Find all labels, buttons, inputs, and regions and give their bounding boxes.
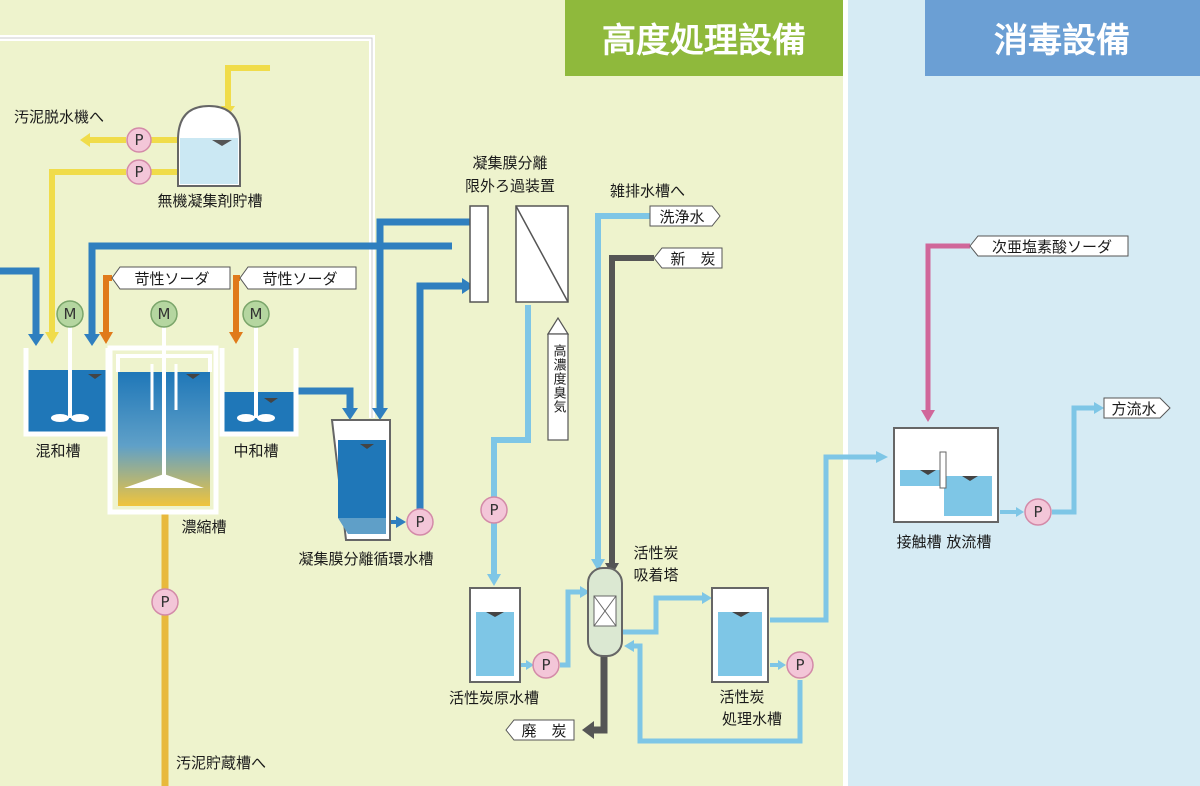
svg-text:P: P (1033, 503, 1042, 521)
to-dehydrator-label: 汚泥脱水機へ (14, 108, 104, 126)
membrane-prefilter (469, 205, 489, 303)
waste-carbon-label: 廃 炭 (521, 722, 566, 740)
pump-discharge: P (1024, 498, 1052, 526)
wash-water-tag: 洗浄水 (649, 205, 721, 227)
pump-dehydrator: P (126, 127, 152, 153)
svg-text:P: P (489, 501, 498, 519)
svg-text:P: P (795, 656, 804, 674)
svg-text:P: P (415, 513, 424, 531)
disinfection-section-bg (848, 0, 1200, 786)
neutralization-tank (219, 326, 299, 437)
neutralization-tank-label: 中和槽 (233, 442, 278, 460)
mixing-tank-label: 混和槽 (35, 442, 80, 460)
new-carbon-label: 新 炭 (670, 250, 715, 268)
hypochlorite-tag: 次亜塩素酸ソーダ (969, 235, 1129, 257)
svg-text:P: P (134, 131, 143, 149)
disinfection-header-title: 消毒設備 (994, 21, 1130, 61)
wash-water-label: 洗浄水 (659, 208, 704, 226)
thickener-tank (107, 326, 219, 515)
odor-air-label: 高濃度臭気 (551, 343, 567, 414)
disinfection-header-box (925, 0, 1200, 76)
caustic-label-1: 苛性ソーダ (134, 270, 209, 288)
caustic-tag-1: 苛性ソーダ (111, 266, 231, 290)
coagulant-inlet-pipe (225, 65, 270, 110)
carbon-raw-tank-label: 活性炭原水槽 (449, 689, 539, 707)
coagulant-feed-pipe (49, 169, 126, 336)
advanced-header-title: 高度処理設備 (602, 21, 806, 61)
contact-discharge-tank (893, 427, 999, 523)
pump-permeate: P (480, 496, 508, 524)
svg-text:P: P (541, 656, 550, 674)
contact-tank-label: 接触槽 放流槽 (897, 533, 992, 551)
mixer-motor-3: M (242, 300, 270, 328)
feed-membrane-pipe (376, 218, 470, 412)
svg-text:P: P (160, 593, 169, 611)
svg-text:P: P (134, 163, 143, 181)
to-misc-tank-label: 雑排水槽へ (610, 182, 685, 200)
hypochlorite-label: 次亜塩素酸ソーダ (992, 238, 1112, 256)
membrane-unit-label-2: 限外ろ過装置 (465, 177, 555, 195)
odor-air-box: 高濃度臭気 (546, 316, 570, 441)
hypochlorite-pipe (925, 243, 970, 414)
carbon-tower-label-2: 吸着塔 (633, 566, 678, 584)
membrane-unit-label-1: 凝集膜分離 (472, 154, 547, 172)
thickener-label: 濃縮槽 (181, 518, 226, 536)
carbon-tower-label-1: 活性炭 (633, 544, 678, 562)
svg-text:M: M (250, 305, 263, 323)
coagulant-tank-label: 無機凝集剤貯槽 (157, 192, 262, 210)
ultrafiltration-unit (515, 205, 569, 303)
waste-carbon-tag: 廃 炭 (505, 719, 575, 741)
caustic-label-2: 苛性ソーダ (262, 270, 337, 288)
pump-carbon-raw: P (532, 651, 560, 679)
carbon-treated-label-1: 活性炭 (719, 688, 764, 706)
circulation-tank (330, 419, 391, 541)
pump-coagulant: P (126, 159, 152, 185)
coagulant-storage-tank (177, 104, 241, 187)
wash-water-pipe (595, 213, 650, 563)
discharge-water-label: 方流水 (1111, 400, 1156, 418)
pump-carbon-treated: P (786, 651, 814, 679)
to-contact-pipe (770, 454, 880, 623)
new-carbon-tag: 新 炭 (653, 247, 723, 269)
inlet-pipe (0, 267, 40, 338)
mixer-motor-1: M (56, 300, 84, 328)
pump-circulation: P (406, 508, 434, 536)
circulation-tank-label: 凝集膜分離循環水槽 (298, 550, 433, 568)
discharge-pipe (1052, 405, 1098, 515)
carbon-raw-tank (469, 587, 521, 683)
section-divider (843, 0, 848, 786)
svg-text:M: M (158, 305, 171, 323)
caustic-pipe-2 (233, 275, 240, 336)
caustic-pipe-1 (103, 275, 112, 336)
recycle-pipe (88, 242, 452, 338)
new-carbon-pipe (609, 255, 654, 567)
advanced-header-box (565, 0, 843, 76)
carbon-treated-tank (711, 587, 769, 683)
mixer-motor-2: M (150, 300, 178, 328)
waste-carbon-pipe (590, 656, 608, 734)
carbon-treated-label-2: 処理水槽 (722, 710, 782, 728)
to-sludge-storage-label: 汚泥貯蔵槽へ (176, 754, 266, 772)
carbon-adsorption-tower (587, 567, 623, 657)
pump-sludge: P (151, 588, 179, 616)
svg-text:M: M (64, 305, 77, 323)
discharge-water-tag: 方流水 (1103, 397, 1171, 419)
caustic-tag-2: 苛性ソーダ (239, 266, 357, 290)
